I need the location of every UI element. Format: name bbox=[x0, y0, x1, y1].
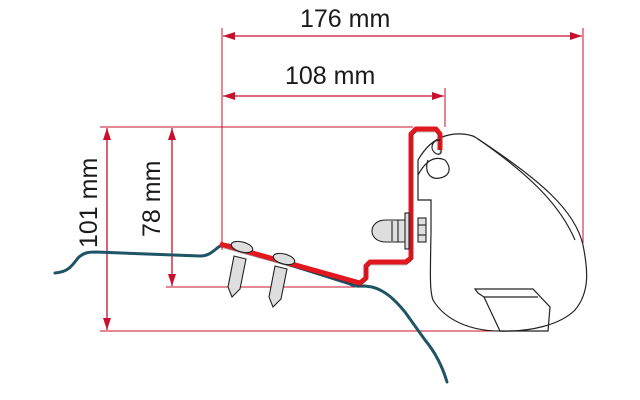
mounting-bracket bbox=[219, 126, 443, 286]
dimension-lines bbox=[103, 32, 582, 330]
dim-108-label: 108 mm bbox=[285, 62, 375, 90]
dim-101-label: 101 mm bbox=[75, 158, 103, 248]
hook bbox=[431, 139, 442, 155]
extension-lines bbox=[100, 28, 584, 332]
dim-176-label: 176 mm bbox=[300, 5, 390, 33]
roof-profile bbox=[53, 243, 449, 384]
awning-cassette bbox=[417, 133, 588, 332]
screw-1 bbox=[227, 240, 254, 298]
bolt bbox=[371, 212, 410, 250]
dim-78-label: 78 mm bbox=[138, 161, 166, 237]
nut bbox=[417, 217, 427, 243]
screw-2 bbox=[268, 252, 296, 308]
